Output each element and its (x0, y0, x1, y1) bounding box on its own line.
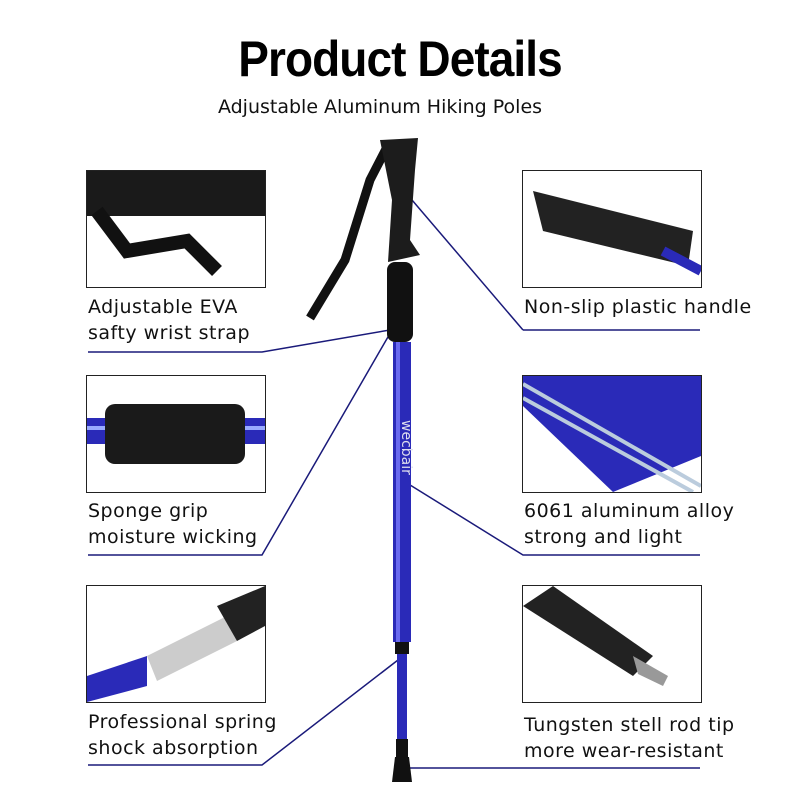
page-subtitle: Adjustable Aluminum Hiking Poles (217, 96, 543, 118)
aluminum-shaft-photo (522, 375, 702, 493)
feature-label-handle: Non-slip plastic handle (524, 296, 752, 318)
page-title: Product Details (238, 31, 563, 87)
wrist-strap (306, 142, 393, 321)
handle-photo (522, 170, 702, 288)
foam-grip (387, 262, 413, 342)
strap-photo (86, 170, 266, 288)
sponge-grip-photo (86, 375, 266, 493)
tungsten-tip-photo (522, 585, 702, 703)
leader-lines (88, 199, 700, 769)
handle (380, 138, 420, 262)
lower-shaft (397, 654, 407, 739)
rubber-tip (392, 757, 412, 782)
pole-logo: wecbair (398, 420, 414, 475)
upper-shaft (393, 342, 411, 642)
spring-photo (86, 585, 266, 703)
